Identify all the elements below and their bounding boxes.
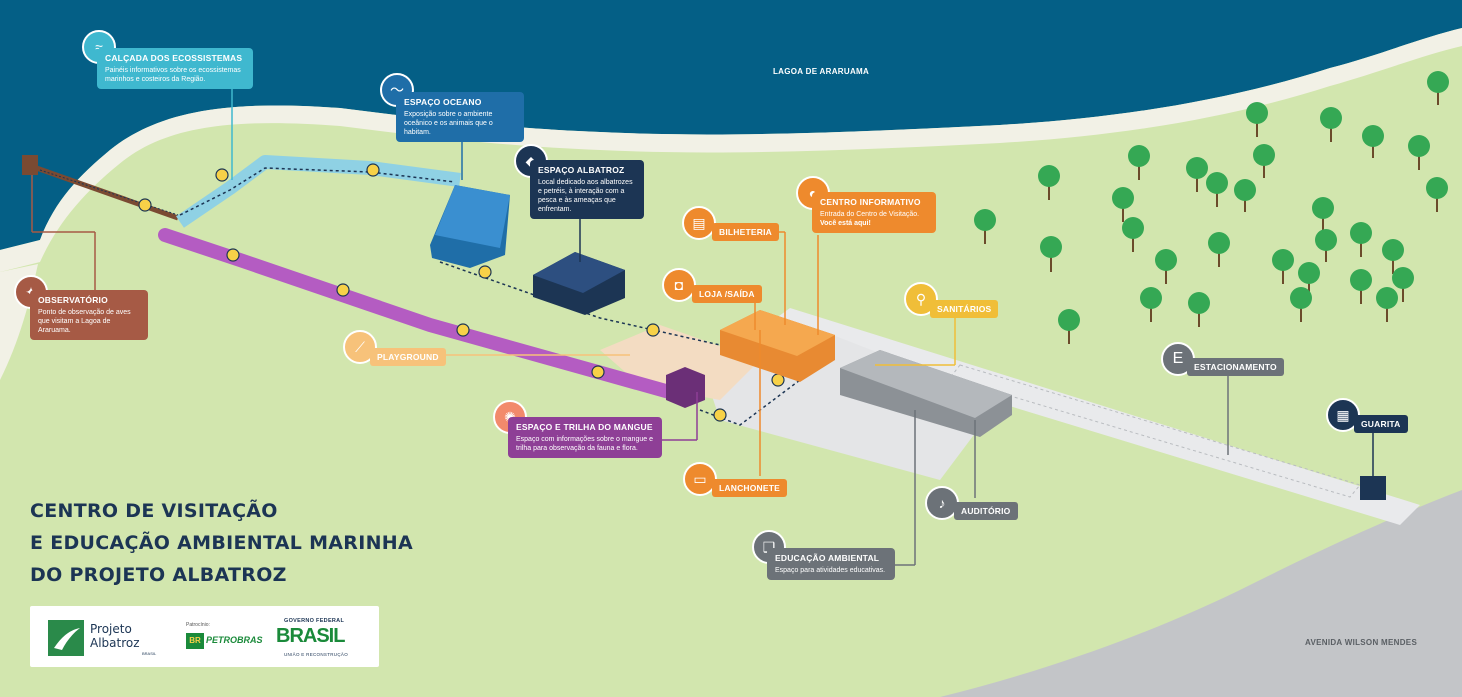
lagoon-label: LAGOA DE ARARUAMA bbox=[773, 67, 870, 76]
observatorio-desc: Ponto de observação de aves que visitam … bbox=[38, 309, 131, 334]
guard-booth bbox=[1360, 476, 1386, 500]
shopping-bag-icon: ◘ bbox=[662, 268, 696, 302]
lagoon-water bbox=[0, 0, 1462, 250]
dotted-pier bbox=[39, 169, 179, 216]
educacao-desc: Espaço para atividades educativas. bbox=[775, 567, 886, 574]
parking-spaces bbox=[949, 364, 1361, 498]
educacao-box[interactable]: EDUCAÇÃO AMBIENTAL Espaço para atividade… bbox=[767, 548, 895, 580]
oceano-title: ESPAÇO OCEANO bbox=[404, 97, 482, 107]
ecosystem-walkway bbox=[176, 155, 461, 228]
mangrove-building bbox=[666, 367, 705, 408]
gov-sub: UNIÃO E RECONSTRUÇÃO bbox=[284, 652, 349, 657]
petrobras-text: PETROBRAS bbox=[206, 635, 263, 645]
sponsor-logos: Projeto Albatroz BRASIL Patrocínio: BR P… bbox=[30, 606, 379, 667]
albatroz-box[interactable]: ESPAÇO ALBATROZ Local dedicado aos albat… bbox=[530, 160, 644, 219]
loja-label[interactable]: LOJA /SAÍDA bbox=[692, 285, 762, 303]
albatross-building-roof bbox=[533, 252, 625, 293]
centro-box[interactable]: CENTRO INFORMATIVO Entrada do Centro de … bbox=[812, 192, 936, 233]
oceano-box[interactable]: ESPAÇO OCEANO Exposição sobre o ambiente… bbox=[396, 92, 524, 142]
mangue-desc: Espaço com informações sobre o mangue e … bbox=[516, 436, 653, 452]
gov-brasil: BRASIL bbox=[276, 625, 345, 647]
observatorio-title: OBSERVATÓRIO bbox=[38, 295, 108, 305]
centro-desc2: Você está aqui! bbox=[820, 220, 871, 227]
albatross-logo bbox=[48, 620, 84, 656]
avenue bbox=[940, 490, 1462, 697]
map-title: CENTRO DE VISITAÇÃO E EDUCAÇÃO AMBIENTAL… bbox=[30, 495, 413, 591]
playground-label[interactable]: PLAYGROUND bbox=[370, 348, 446, 366]
parking-road bbox=[760, 308, 1420, 525]
auditorio-label[interactable]: AUDITÓRIO bbox=[954, 502, 1018, 520]
connector-lines bbox=[31, 88, 1374, 566]
oceano-desc: Exposição sobre o ambiente oceânico e os… bbox=[404, 111, 493, 136]
title-line-1: CENTRO DE VISITAÇÃO bbox=[30, 500, 278, 522]
estacionamento-label[interactable]: ESTACIONAMENTO bbox=[1187, 358, 1284, 376]
avenue-label: AVENIDA WILSON MENDES bbox=[1305, 638, 1418, 647]
mangue-title: ESPAÇO E TRILHA DO MANGUE bbox=[516, 422, 653, 432]
title-line-3: DO PROJETO ALBATROZ bbox=[30, 564, 287, 586]
petrobras-icon: BR bbox=[186, 633, 204, 649]
observatory-tower bbox=[22, 155, 38, 175]
gov-top: GOVERNO FEDERAL bbox=[284, 618, 345, 624]
albatroz-desc: Local dedicado aos albatrozes e petréis,… bbox=[538, 179, 633, 213]
info-center-roof bbox=[720, 310, 835, 356]
educacao-title: EDUCAÇÃO AMBIENTAL bbox=[775, 553, 880, 563]
centro-title: CENTRO INFORMATIVO bbox=[820, 197, 921, 207]
albatroz-title: ESPAÇO ALBATROZ bbox=[538, 165, 625, 175]
sanitarios-label[interactable]: SANITÁRIOS bbox=[930, 300, 999, 318]
mangue-box[interactable]: ESPAÇO E TRILHA DO MANGUE Espaço com inf… bbox=[508, 417, 662, 458]
calcada-desc: Painéis informativos sobre os ecossistem… bbox=[105, 67, 241, 83]
title-line-2: E EDUCAÇÃO AMBIENTAL MARINHA bbox=[30, 532, 414, 554]
observatorio-box[interactable]: OBSERVATÓRIO Ponto de observação de aves… bbox=[30, 290, 148, 340]
trees bbox=[974, 71, 1449, 344]
centro-desc: Entrada do Centro de Visitação. bbox=[820, 211, 920, 218]
restroom-icon: ⚲ bbox=[904, 282, 938, 316]
ticket-icon: ▤ bbox=[682, 206, 716, 240]
auditorium-roof bbox=[840, 350, 1012, 418]
direction-markers bbox=[138, 163, 785, 422]
calcada-title: CALÇADA DOS ECOSSISTEMAS bbox=[105, 53, 243, 63]
ocean-building-roof bbox=[435, 185, 510, 248]
projeto-logo-small: BRASIL bbox=[142, 651, 157, 656]
patrocinio-label: Patrocínio: bbox=[186, 622, 210, 628]
mangrove-trail bbox=[158, 228, 687, 402]
guarita-label[interactable]: GUARITA bbox=[1354, 415, 1408, 433]
lanchonete-label[interactable]: LANCHONETE bbox=[712, 479, 788, 497]
calcada-box[interactable]: CALÇADA DOS ECOSSISTEMAS Painéis informa… bbox=[97, 48, 253, 89]
bilheteria-label[interactable]: BILHETERIA bbox=[712, 223, 779, 241]
dotted-path bbox=[179, 167, 801, 426]
projeto-logo-text: Projeto Albatroz bbox=[90, 622, 140, 650]
beach bbox=[0, 28, 1462, 272]
